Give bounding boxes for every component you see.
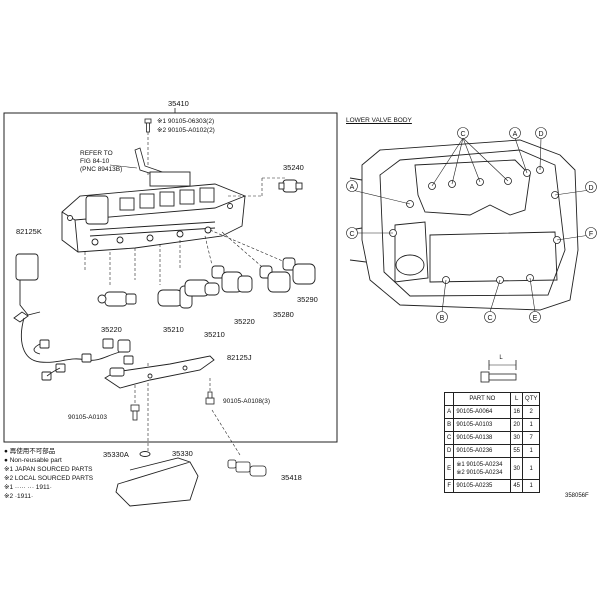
- label-bolt-c: 90105-A0108(3): [223, 398, 270, 405]
- legend-line: ※2 LOCAL SOURCED PARTS: [4, 475, 94, 482]
- label-refer-2: FIG 84-10: [80, 158, 110, 165]
- bolt-90105-A0103: [130, 404, 140, 421]
- table-cell: C: [443, 431, 455, 445]
- label-35210-b: 35210: [204, 330, 225, 339]
- solenoid-35240: [278, 179, 303, 193]
- label-82125K: 82125K: [16, 227, 42, 236]
- table-header: L: [510, 392, 524, 406]
- callout-letter: F: [589, 231, 593, 238]
- table-cell: 1: [522, 444, 541, 458]
- label-35330: 35330: [172, 449, 193, 458]
- solenoid-35280: [259, 265, 291, 293]
- legend-line: ※2 ·1911·: [4, 493, 34, 500]
- table-cell: 1: [522, 479, 541, 493]
- bolt-table: PART NO L QTY A 90105-A0064 16 2 B 90105…: [443, 392, 541, 493]
- callout-letter: A: [513, 131, 518, 138]
- label-35418: 35418: [281, 473, 302, 482]
- part-35418: [227, 459, 267, 477]
- table-row: D 90105-A0236 55 1: [443, 444, 541, 458]
- figure-id: 358056F: [565, 493, 589, 499]
- table-cell: B: [443, 418, 455, 432]
- table-cell: F: [443, 479, 455, 493]
- solenoid-35220-right: [211, 265, 253, 293]
- table-cell: 16: [510, 405, 524, 419]
- table-row: F 90105-A0235 45 1: [443, 479, 541, 493]
- table-cell: 90105-A0138: [453, 431, 512, 445]
- table-cell: 90105-A0235: [453, 479, 512, 493]
- oil-strainer-35330: [115, 451, 199, 507]
- table-header: PART NO: [453, 392, 512, 406]
- table-cell: A: [443, 405, 455, 419]
- lower-valve-body-drawing: [349, 139, 579, 311]
- leader-lines: [84, 177, 286, 456]
- callout-letter: C: [460, 131, 465, 138]
- table-cell: 7: [522, 431, 541, 445]
- callout-letter: A: [350, 184, 355, 191]
- main-frame: [3, 112, 338, 443]
- table-cell: 45: [510, 479, 524, 493]
- callout-letter: C: [487, 315, 492, 322]
- label-bolt-a: ※1 90105-06303(2): [157, 118, 215, 125]
- table-row: E ※1 90105-A0234 ※2 90105-A0234 30 1: [443, 457, 541, 480]
- label-35220-right: 35220: [234, 317, 255, 326]
- label-35280: 35280: [273, 310, 294, 319]
- table-row: A 90105-A0064 16 2: [443, 405, 541, 419]
- table-cell: 55: [510, 444, 524, 458]
- legend-line: ● 再使用不可部品: [4, 448, 56, 455]
- callout-letter: E: [533, 315, 538, 322]
- table-cell: 30: [510, 457, 524, 480]
- legend: ● 再使用不可部品 ● Non-reusable part ※1 JAPAN S…: [4, 447, 93, 501]
- callout-letter: D: [588, 185, 593, 192]
- lvb-callouts: [346, 127, 597, 323]
- table-cell: 90105-A0064: [453, 405, 512, 419]
- callout-letter: C: [349, 231, 354, 238]
- wire-harness-82125K: [13, 253, 134, 381]
- table-cell: 1: [522, 418, 541, 432]
- label-bolt-d: 90105-A0103: [68, 414, 108, 421]
- callout-letter: B: [440, 315, 445, 322]
- table-cell: D: [443, 444, 455, 458]
- label-refer-1: REFER TO: [80, 150, 113, 157]
- table-cell: 20: [510, 418, 524, 432]
- solenoid-35220-left: [97, 291, 137, 307]
- wire-harness-82125J: [104, 355, 215, 389]
- valve-body-assembly: [61, 171, 246, 253]
- table-cell: ※1 90105-A0234 ※2 90105-A0234: [453, 457, 512, 480]
- table-header: QTY: [522, 392, 541, 406]
- lower-valve-body-title: LOWER VALVE BODY: [346, 117, 412, 124]
- lvb-bolt-marks: [389, 166, 561, 284]
- table-header: [443, 392, 455, 406]
- label-82125J: 82125J: [227, 353, 252, 362]
- legend-line: ※1 ····· ··· 1911·: [4, 484, 52, 491]
- label-35210-a: 35210: [163, 325, 184, 334]
- label-35290: 35290: [297, 295, 318, 304]
- solenoid-35210-b: [184, 279, 220, 297]
- table-cell: 90105-A0236: [453, 444, 512, 458]
- table-row: B 90105-A0103 20 1: [443, 418, 541, 432]
- bolt-90105-A0108: [205, 391, 215, 405]
- label-35220-left: 35220: [101, 325, 122, 334]
- table-row: C 90105-A0138 30 7: [443, 431, 541, 445]
- solenoid-35290: [282, 257, 316, 285]
- callout-letter: D: [538, 131, 543, 138]
- label-bolt-b: ※2 90105-A0102(2): [157, 127, 215, 134]
- legend-line: ※1 JAPAN SOURCED PARTS: [4, 466, 93, 473]
- lvb-callout-letters: C A D A C D F B C E: [349, 131, 593, 322]
- label-35240: 35240: [283, 163, 304, 172]
- label-35410: 35410: [168, 99, 189, 108]
- bolt-dimension-icon: [480, 360, 517, 383]
- table-cell: 2: [522, 405, 541, 419]
- table-cell: E: [443, 457, 455, 480]
- label-refer-3: (PNC 89413B): [80, 166, 123, 173]
- table-cell: 30: [510, 431, 524, 445]
- table-cell: 1: [522, 457, 541, 480]
- table-cell: 90105-A0103: [453, 418, 512, 432]
- label-35330A: 35330A: [103, 450, 129, 459]
- legend-line: ● Non-reusable part: [4, 457, 62, 464]
- table-header-row: PART NO L QTY: [443, 392, 541, 406]
- bolt-dim-label: L: [499, 355, 503, 361]
